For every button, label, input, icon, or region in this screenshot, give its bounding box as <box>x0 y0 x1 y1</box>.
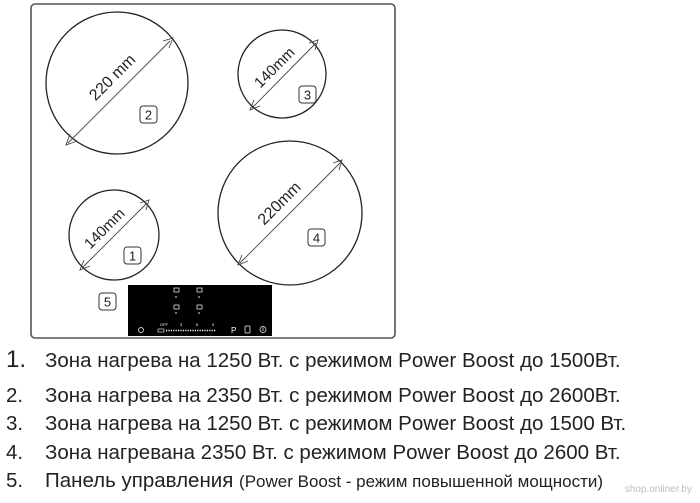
p-boost-label[interactable]: P <box>231 326 236 335</box>
zone-badge-number: 3 <box>304 88 311 103</box>
legend-text: Панель управления <box>45 469 234 492</box>
legend-text: Зона нагрева на 1250 Вт. с режимом Power… <box>45 349 621 372</box>
diameter-arrow <box>81 202 148 269</box>
slider-scale-label: 9 <box>212 322 215 327</box>
zone-selector-icon[interactable] <box>196 304 203 310</box>
diameter-arrow <box>67 40 171 144</box>
legend-number: 4. <box>6 441 24 464</box>
diameter-arrow <box>251 42 317 109</box>
control-panel-glass <box>128 285 272 336</box>
slider-scale-label: 6 <box>196 322 199 327</box>
zone-badge-number: 1 <box>129 249 136 264</box>
legend-number: 5. <box>6 469 24 492</box>
zone-badge <box>139 105 158 124</box>
panel-badge <box>98 292 117 311</box>
legend-text: Зона нагрева на 2350 Вт. с режимом Power… <box>45 384 621 407</box>
legend-text: Зона нагрева на 1250 Вт. с режимом Power… <box>45 412 627 435</box>
legend-number: 2. <box>6 384 24 407</box>
legend-note: (Power Boost - режим повышенной мощности… <box>239 472 604 491</box>
panel-badge-number: 5 <box>104 295 111 310</box>
legend-item-4: 4. Зона нагревана 2350 Вт. с режимом Powe… <box>0 440 621 466</box>
zone-selector-icon[interactable] <box>196 287 203 293</box>
hob-diagram: 220 mm 2 140mm 3 140mm 1 220mm 4 5 <box>30 3 396 339</box>
lock-icon[interactable] <box>244 325 251 334</box>
legend-number: 1. <box>6 346 27 373</box>
legend-item-2: 2. Зона нагрева на 2350 Вт. с режимом Pow… <box>0 383 621 409</box>
zone-badge <box>307 228 326 247</box>
legend-item-1: 1. Зона нагрева на 1250 Вт. с режимом Pow… <box>0 347 621 374</box>
power-icon[interactable] <box>138 327 144 333</box>
zone-circle <box>217 140 363 286</box>
zone-selector-icon[interactable] <box>173 287 180 293</box>
legend-item-3: 3. Зона нагрева на 1250 Вт. с режимом Pow… <box>0 411 626 437</box>
control-panel: 5 OFF 3 6 9 P <box>98 285 272 336</box>
diameter-arrow <box>239 162 341 264</box>
slider-off-mark <box>157 328 165 333</box>
legend-text: Зона нагревана 2350 Вт. с режимом Power … <box>45 441 621 464</box>
slider-scale-label: 3 <box>180 322 183 327</box>
zone-circle <box>237 29 327 119</box>
watermark: shop.onliner.by <box>624 484 692 495</box>
legend-number: 3. <box>6 412 24 435</box>
on-off-icon[interactable] <box>259 326 267 333</box>
zone-badge-number: 4 <box>313 231 320 246</box>
legend-item-5: 5. Панель управления (Power Boost - режим… <box>0 468 603 495</box>
zone-circle <box>68 189 160 281</box>
zone-selector-icon[interactable] <box>173 304 180 310</box>
zone-badge-number: 2 <box>145 108 152 123</box>
zone-badge <box>123 246 142 265</box>
slider-off-label: OFF <box>160 322 169 327</box>
zone-circle <box>45 11 189 155</box>
zone-badge <box>298 85 317 104</box>
